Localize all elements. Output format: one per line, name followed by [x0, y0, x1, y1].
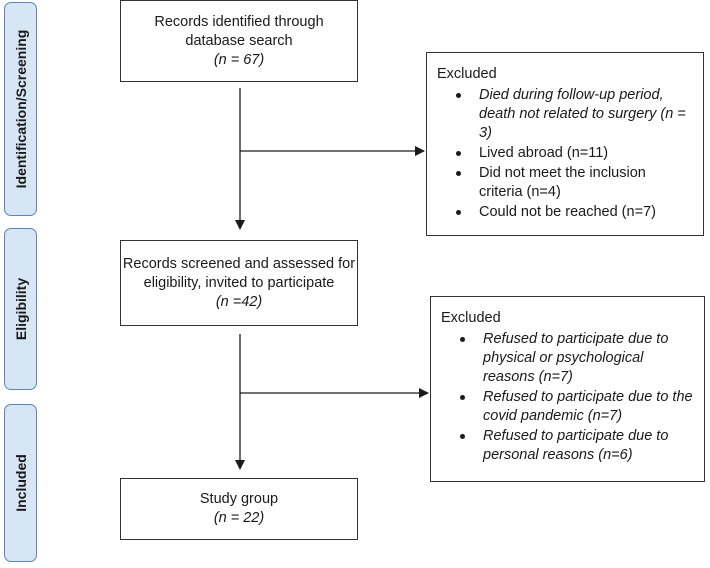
- excluded-box-2: Excluded Refused to participate due to p…: [430, 296, 705, 482]
- records-identified-line1: Records identified through: [154, 13, 324, 30]
- excluded-2-list: Refused to participate due to physical o…: [441, 330, 694, 465]
- excluded-1-item: Could not be reached (n=7): [456, 203, 693, 222]
- excluded-2-title: Excluded: [441, 310, 501, 326]
- excluded-1-item: Lived abroad (n=11): [456, 144, 693, 163]
- records-identified-count: (n = 67): [213, 51, 265, 68]
- excluded-1-title: Excluded: [437, 66, 497, 82]
- excluded-1-list: Died during follow-up period, death not …: [437, 86, 693, 222]
- study-group-box: Study group (n = 22): [120, 478, 358, 540]
- excluded-2-item: Refused to participate due to the covid …: [460, 389, 693, 424]
- excluded-1-item: Died during follow-up period, death not …: [456, 86, 693, 143]
- study-group-count: (n = 22): [213, 510, 265, 526]
- excluded-1-item: Did not meet the inclusion criteria (n=4…: [456, 164, 693, 202]
- stage-label-eligibility: Eligibility: [4, 228, 37, 390]
- records-screened-box: Records screened and assessed for eligib…: [120, 240, 358, 326]
- stage-label-included: Included: [4, 404, 37, 562]
- records-identified-box: Records identified through database sear…: [120, 0, 358, 82]
- excluded-2-item: Refused to participate due to physical o…: [460, 330, 694, 387]
- stage-label-identification: Identification/Screening: [4, 2, 37, 216]
- excluded-box-1: Excluded Died during follow-up period, d…: [426, 52, 704, 236]
- study-group-label: Study group: [199, 491, 279, 507]
- records-screened-count: (n =42): [215, 293, 263, 310]
- records-screened-line1: Records screened and assessed for: [122, 255, 356, 272]
- records-identified-line2: database search: [185, 32, 293, 49]
- excluded-2-item: Refused to participate due to personal r…: [460, 427, 694, 465]
- records-screened-line2: eligibility, invited to participate: [143, 274, 335, 291]
